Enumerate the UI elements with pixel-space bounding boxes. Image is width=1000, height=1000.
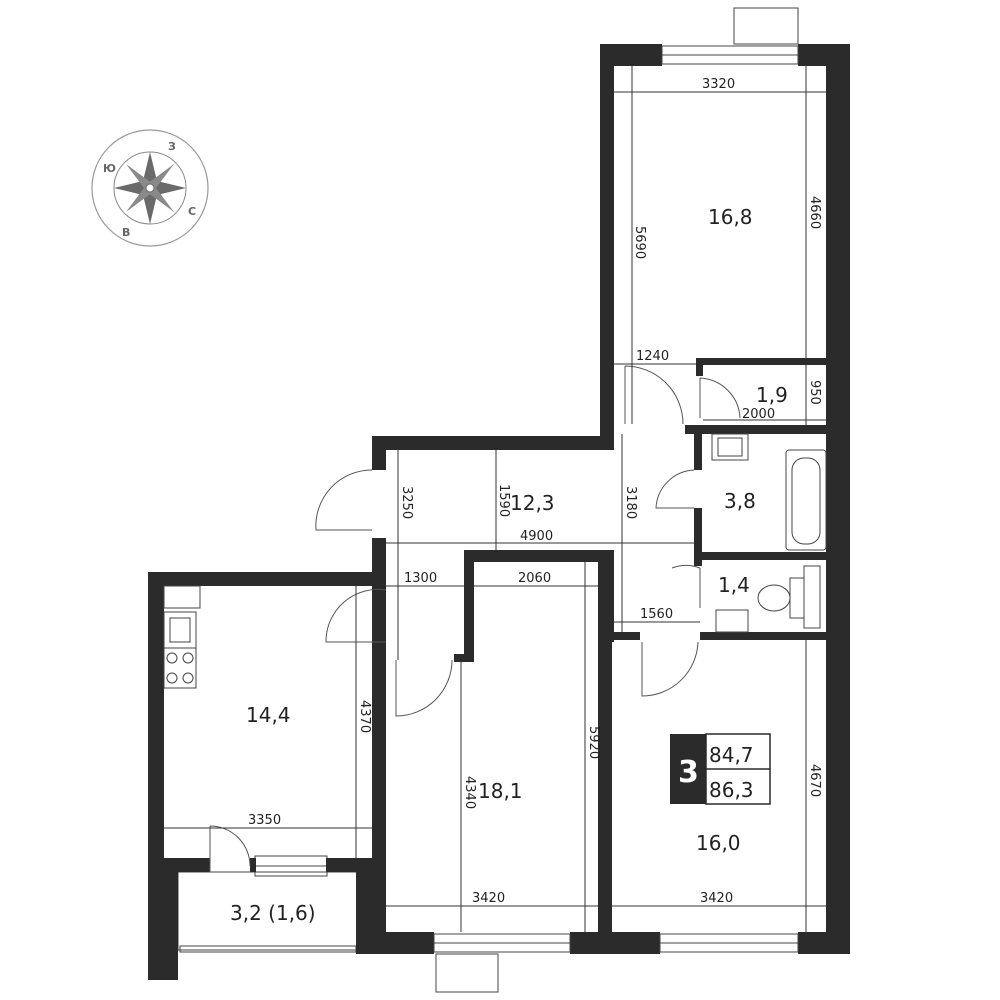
compass-west-label: Ю <box>103 162 116 175</box>
room-count: 3 <box>678 755 699 790</box>
dim-label: 3350 <box>248 813 281 828</box>
windows <box>433 7 799 993</box>
living-area: 84,7 <box>709 743 754 767</box>
compass-south-label: В <box>122 226 130 239</box>
wc-sink-icon <box>715 609 749 633</box>
room-area-toilet: 1,4 <box>718 573 750 597</box>
toilet-icon <box>757 584 791 612</box>
dim-label: 4660 <box>807 196 822 229</box>
dim-label: 3420 <box>472 891 505 906</box>
dim-label: 1240 <box>636 349 669 364</box>
dim-label: 1560 <box>640 607 673 622</box>
dim-label: 3250 <box>399 486 414 519</box>
dim-label: 950 <box>807 380 822 405</box>
dim-label: 1300 <box>404 571 437 586</box>
room-labels: 16,8 1,9 12,3 3,8 1,4 14,4 18,1 16,0 3,2… <box>230 205 788 925</box>
room-area-kitchen: 14,4 <box>246 703 291 727</box>
room-area-living: 18,1 <box>478 779 523 803</box>
doors <box>209 365 741 872</box>
toilet-tank-icon <box>789 577 805 619</box>
dim-label: 5690 <box>632 226 647 259</box>
room-area-hall: 12,3 <box>510 491 555 515</box>
dim-label: 3320 <box>702 77 735 92</box>
fixtures <box>163 433 827 689</box>
compass-north-label: З <box>168 140 176 153</box>
dimension-lines <box>164 66 826 932</box>
dim-label: 3420 <box>700 891 733 906</box>
dim-label: 2060 <box>518 571 551 586</box>
room-area-storage: 1,9 <box>756 383 788 407</box>
dim-label: 2000 <box>742 407 775 422</box>
dim-label: 4370 <box>357 700 372 733</box>
walls <box>148 44 850 980</box>
dimension-labels: 3320 4660 5690 1240 950 2000 3250 1590 3… <box>248 77 822 906</box>
dim-label: 4670 <box>807 764 822 797</box>
compass-east-label: С <box>188 205 196 218</box>
room-area-bedroom-top: 16,8 <box>708 205 753 229</box>
apartment-badge: 3 84,7 86,3 <box>670 733 771 805</box>
dim-label: 3180 <box>623 486 638 519</box>
room-area-bedroom-right: 16,0 <box>696 831 741 855</box>
compass-rose: З Ю С В <box>91 129 209 247</box>
dim-label: 4340 <box>462 776 477 809</box>
dim-label: 5920 <box>586 726 601 759</box>
dim-label: 4900 <box>520 529 553 544</box>
dim-label: 1590 <box>496 484 511 517</box>
total-area: 86,3 <box>709 778 754 802</box>
room-area-bathroom: 3,8 <box>724 489 756 513</box>
room-area-balcony: 3,2 (1,6) <box>230 901 316 925</box>
